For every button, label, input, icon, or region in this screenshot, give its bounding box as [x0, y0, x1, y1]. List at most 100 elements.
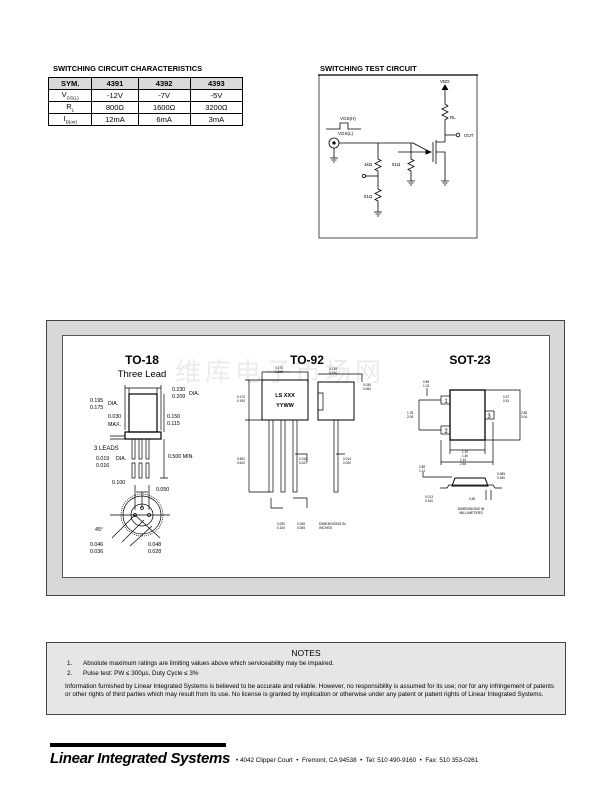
to92-dim: 0.022: [299, 461, 307, 465]
out-label: OUT: [464, 133, 474, 138]
to92-dim: 0.014: [343, 457, 351, 461]
to18-dim: 45°: [95, 527, 103, 533]
to92-dim: 0.045: [297, 522, 305, 526]
sot23-dim: 1.78: [407, 411, 413, 415]
sot23-dim: 0.89: [423, 380, 429, 384]
to18-drawing: TO-18 Three Lead 0.230 0.209 DIA. 0.195 …: [90, 353, 199, 555]
to18-dim: 0.048: [148, 542, 161, 548]
to18-dim: 0.195: [90, 398, 103, 404]
to18-dim: 0.500 MIN.: [168, 454, 194, 460]
to92-dim: 0.100: [277, 526, 285, 530]
pin-1-label: 1: [444, 399, 448, 405]
sot23-dim: 0.89: [419, 465, 425, 469]
value-cell: 12mA: [91, 113, 139, 126]
to18-dim: DIA.: [189, 391, 199, 397]
sot23-title: SOT-23: [449, 353, 491, 367]
note-text: Pulse test: PW ≤ 300µs, Duty Cycle ≤ 3%: [83, 670, 199, 677]
value-cell: -12V: [91, 89, 139, 102]
to18-dim: 0.100: [112, 480, 125, 486]
switching-test-circuit-diagram: VDD RL OUT VGS(H) VGS(L) 1kΩ 51Ω 51Ω: [318, 74, 478, 239]
company-address: • 4042 Clipper Court • Fremont, CA 94538…: [236, 757, 479, 764]
to92-marking-1: LS XXX: [275, 393, 295, 399]
to18-dim: 0.050: [156, 487, 169, 493]
sot23-dim: 2.64: [460, 462, 466, 466]
to18-dim: DIA.: [116, 456, 126, 462]
table-header-row: SYM. 4391 4392 4393: [47, 77, 244, 90]
note-number: 2.: [67, 670, 73, 677]
value-cell: -5V: [189, 89, 244, 102]
to92-dimensions-note: DIMENSIONS IN INCHES: [319, 522, 346, 530]
header-cell: 4393: [189, 77, 244, 90]
sot23-dim: 1.03: [423, 384, 429, 388]
switching-characteristics-title: SWITCHING CIRCUIT CHARACTERISTICS: [53, 64, 203, 73]
sot23-dim: 0.51: [503, 399, 509, 403]
note-item: 1. Absolute maximum ratings are limiting …: [67, 660, 565, 667]
to18-dim: 0.028: [148, 549, 161, 555]
sot23-dim: 0.100: [425, 499, 433, 503]
to92-dim: 0.190: [237, 399, 245, 403]
to18-dim: 0.150: [167, 414, 180, 420]
company-logo: Linear Integrated Systems: [50, 750, 231, 767]
sot23-dim: 1.20: [462, 450, 468, 454]
vgsh-label: VGS(H): [340, 116, 356, 121]
sot23-dim: 1.40: [462, 454, 468, 458]
table-row: RL 800Ω 1600Ω 3200Ω: [47, 101, 244, 114]
to18-dim: 3 LEADS: [94, 446, 119, 452]
to18-dim: 0.230: [172, 387, 185, 393]
to92-dim: 0.090: [277, 522, 285, 526]
vdd-label: VDD: [440, 79, 450, 84]
to92-drawing: TO-92 LS XXX YYWW 0.175 0.195 0.170 0.19…: [237, 353, 371, 530]
to92-dim: 0.195: [275, 370, 283, 374]
sot23-dim: 0.013: [425, 495, 433, 499]
header-cell: 4392: [137, 77, 191, 90]
to92-dim: 0.016: [299, 457, 307, 461]
table-row: VGS(L) -12V -7V -5V: [47, 89, 244, 102]
sot23-dim: 0.55: [469, 497, 475, 501]
sot23-dim: 2.10: [460, 458, 466, 462]
to92-dim: 0.610: [237, 461, 245, 465]
header-cell: 4391: [91, 77, 139, 90]
value-cell: 3200Ω: [189, 101, 244, 114]
sot23-dimensions-note: DIMENSIONS IN MILLIMETERS: [457, 507, 485, 515]
to92-dim: 0.055: [297, 526, 305, 530]
pin-3-label: 3: [487, 414, 491, 420]
r1-label: 1kΩ: [364, 162, 373, 167]
disclaimer-text: Information furnished by Linear Integrat…: [65, 683, 554, 698]
note-item: 2. Pulse test: PW ≤ 300µs, Duty Cycle ≤ 3…: [67, 670, 565, 677]
to92-dim: 0.135: [329, 367, 337, 371]
sot23-dim: 2.05: [407, 415, 413, 419]
to18-dim: 0.016: [96, 463, 109, 469]
note-text: Absolute maximum ratings are limiting va…: [83, 660, 334, 667]
to18-dim: 0.036: [90, 549, 103, 555]
pin-2-label: 2: [444, 429, 448, 435]
sot23-drawing: SOT-23 1 2 3 0.89 1.03 1.78 2.05 0.37 0.…: [407, 353, 527, 515]
to92-dim: 0.150: [329, 371, 337, 375]
to18-dim: 0.209: [172, 394, 185, 400]
sot23-dim: 3.04: [521, 415, 527, 419]
to18-dim: 0.175: [90, 405, 103, 411]
to18-title: TO-18: [125, 353, 159, 367]
rl-label: RL: [450, 115, 456, 120]
notes-title: NOTES: [291, 648, 321, 658]
switching-characteristics-table: SYM. 4391 4392 4393 VGS(L) -12V -7V -5V …: [47, 77, 244, 126]
to18-dim: DIA.: [108, 401, 118, 407]
watermark: 维库电子市场网: [175, 358, 386, 388]
to92-dim: 0.030: [363, 383, 371, 387]
header-cell: SYM.: [47, 77, 93, 90]
value-cell: 800Ω: [91, 101, 139, 114]
vgsl-label: VGS(L): [338, 131, 354, 136]
to92-marking-2: YYWW: [276, 403, 295, 409]
sym-cell: ID(on): [47, 113, 93, 126]
to18-dim: 0.115: [167, 421, 180, 427]
to92-dim: 0.020: [343, 461, 351, 465]
sot23-dim: 0.37: [503, 395, 509, 399]
sym-cell: VGS(L): [47, 89, 93, 102]
notes-box: NOTES 1. Absolute maximum ratings are lim…: [46, 642, 566, 715]
to92-title: TO-92: [290, 353, 324, 367]
footer-rule: [50, 743, 226, 747]
note-number: 1.: [67, 660, 73, 667]
sot23-dim: 2.80: [521, 411, 527, 415]
to92-dim: 0.175: [275, 366, 283, 370]
value-cell: 1600Ω: [137, 101, 191, 114]
